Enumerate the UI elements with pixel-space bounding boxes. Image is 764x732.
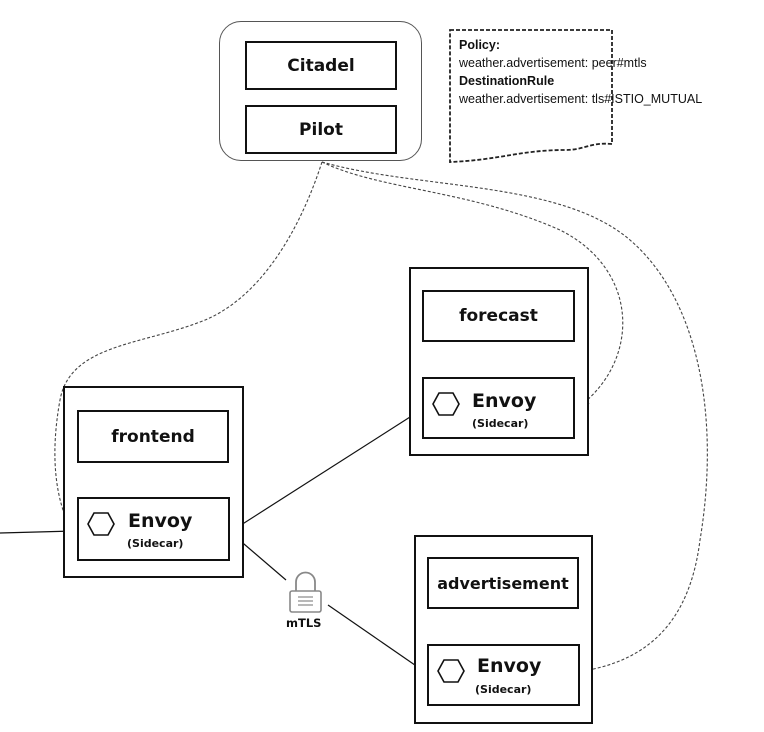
forecast-envoy-sidecar <box>422 377 575 439</box>
forecast-service-box: forecast <box>422 290 575 342</box>
policy-note: Policy: weather.advertisement: peer#mtls… <box>459 36 702 108</box>
frontend-label: frontend <box>111 426 195 447</box>
frontend-envoy-title: Envoy <box>128 510 193 532</box>
policy-note-border <box>449 29 613 163</box>
advertisement-envoy-title: Envoy <box>477 655 542 677</box>
advertisement-envoy-subtitle: (Sidecar) <box>475 683 532 696</box>
advertisement-envoy-sidecar <box>427 644 580 706</box>
frontend-service-box: frontend <box>77 410 229 463</box>
destination-rule-value: weather.advertisement: tls#ISTIO_MUTUAL <box>459 92 703 106</box>
pilot-to-forecast-config <box>321 161 624 407</box>
advertisement-label: advertisement <box>437 573 569 593</box>
forecast-envoy-subtitle: (Sidecar) <box>472 417 529 430</box>
destination-rule-heading: DestinationRule <box>459 74 555 88</box>
advertisement-service-box: advertisement <box>427 557 579 609</box>
pilot-label: Pilot <box>299 119 343 140</box>
policy-heading: Policy: <box>459 38 500 52</box>
frontend-envoy-sidecar <box>77 497 230 561</box>
frontend-hexagon-icon <box>87 512 115 536</box>
incoming-traffic-arrow <box>0 527 75 536</box>
pilot-box: Pilot <box>245 105 397 154</box>
mtls-label: mTLS <box>286 616 322 630</box>
forecast-envoy-title: Envoy <box>472 390 537 412</box>
pilot-to-frontend-config <box>54 161 323 532</box>
frontend-to-advertisement-arrow-b <box>327 604 426 673</box>
forecast-hexagon-icon <box>432 392 460 416</box>
citadel-label: Citadel <box>287 55 355 76</box>
pilot-to-advertisement-config <box>321 161 708 674</box>
advertisement-hexagon-icon <box>437 659 465 683</box>
frontend-to-forecast-arrow <box>229 409 422 533</box>
mtls-padlock-icon <box>289 571 322 613</box>
citadel-box: Citadel <box>245 41 397 90</box>
policy-value: weather.advertisement: peer#mtls <box>459 56 647 70</box>
forecast-label: forecast <box>459 306 538 326</box>
frontend-envoy-subtitle: (Sidecar) <box>127 537 184 550</box>
